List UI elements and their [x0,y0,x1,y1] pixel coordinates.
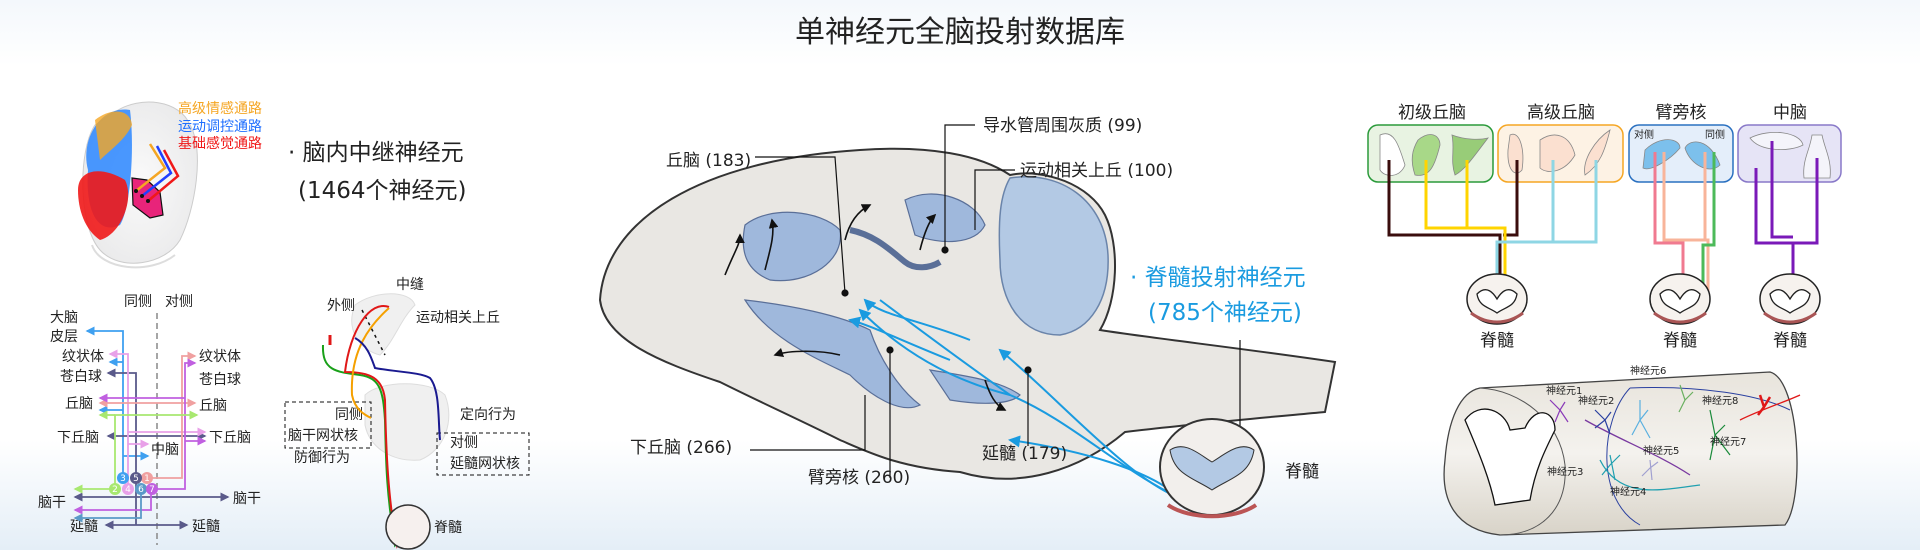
label-neuron-7: 神经元7 [1710,435,1746,448]
label-neuron-2: 神经元2 [1578,394,1614,407]
contra-label: 对侧 [165,294,193,310]
label-striatum-right: 纹状体 [199,349,241,365]
label-neuron-3: 神经元3 [1547,465,1583,478]
sagittal-pointers [750,124,1241,478]
label-neuron-8: 神经元8 [1702,394,1738,407]
label-pallidum-right: 苍白球 [199,372,241,388]
dorsal-brain-view [78,101,198,269]
group-title-primary-thalamus: 初级丘脑 [1398,103,1466,123]
label-brainstem-left: 脑干 [38,495,66,511]
label-defense: 防御行为 [294,450,350,466]
ipsi-label: 同侧 [124,294,152,310]
node-5: 5 [133,474,139,484]
label-cortex: 皮层 [50,329,78,345]
sagittal-brain [598,124,1337,519]
label-motor-sc: 运动相关上丘 [416,310,500,326]
node-6: 6 [138,485,144,495]
relay-neurons-heading: · 脑内中继神经元 [288,140,464,166]
contra-target-box [436,432,530,476]
node-2: 2 [112,485,118,495]
label-lateral: 外侧 [327,298,355,314]
label-medulla-right: 延髓 [192,519,220,535]
pathway-nodes: 1 2 3 4 5 6 7 [109,472,158,495]
label-medulla-count: 延髓 (179) [982,444,1067,464]
label-parabrachial-count: 臂旁核 (260) [808,468,910,488]
label-pag-count: 导水管周围灰质 (99) [983,116,1142,136]
legend-emotion: 高级情感通路 [178,100,262,117]
label-sc-count: 运动相关上丘 (100) [1020,161,1173,181]
colliculus-schematic: 中缝 外侧 运动相关上丘 同侧 脑干网状核 防御行为 定向行为 对侧 延髓网状核… [284,277,530,550]
label-spinal-cord: 脊髓 [1285,462,1319,482]
label-brainstem-right: 脑干 [233,491,261,507]
spinal-neurons-heading: · 脊髓投射神经元 [1130,265,1306,291]
label-medulla-rf: 延髓网状核 [450,456,520,472]
label-spinal-small: 脊髓 [434,520,462,536]
label-ipsi: 同侧 [335,407,363,423]
sensory-projections [78,171,129,240]
label-neuron-1: 神经元1 [1546,384,1582,397]
label-orienting: 定向行为 [460,407,516,423]
cerebellum [998,176,1109,336]
label-neuron-5: 神经元5 [1643,444,1679,457]
group-title-parabrachial: 臂旁核 [1656,103,1707,123]
spinal-cord-cylinder: 神经元6 神经元1 神经元2 神经元3 神经元4 神经元5 神经元7 神经元8 [1443,364,1801,536]
ipsi-target-box [284,401,372,449]
node-3: 3 [120,474,126,484]
node-1: 1 [144,474,150,484]
emotion-projections [95,111,132,160]
label-striatum-left: 纹状体 [62,349,104,365]
label-neuron-6: 神经元6 [1630,364,1666,377]
legend-motor: 运动调控通路 [178,119,262,135]
label-thalamus-left: 丘脑 [65,396,93,412]
label-pb-ipsi: 同侧 [1705,128,1725,141]
label-thalamus-right: 丘脑 [199,398,227,414]
spinal-cord-icons [1466,273,1821,325]
node-4: 4 [125,485,131,495]
label-midline: 中缝 [396,277,424,293]
node-7: 7 [149,485,155,495]
spinal-cord-section [385,504,431,550]
label-brainstem-rf: 脑干网状核 [288,428,358,444]
legend-sensory: 基础感觉通路 [178,135,262,152]
label-spinal-3: 脊髓 [1773,331,1807,351]
label-contra: 对侧 [450,435,478,451]
label-neuron-4: 神经元4 [1610,485,1646,498]
label-pb-contra: 对侧 [1634,128,1654,141]
spinal-neurons-count: (785个神经元) [1148,300,1302,326]
label-hypothalamus-count: 下丘脑 (266) [630,438,732,458]
pathway-schematic: 同侧 对侧 大脑 皮层 纹状体 苍白球 丘脑 下丘脑 中脑 脑干 延髓 纹状体 … [38,294,261,545]
label-midbrain: 中脑 [151,442,179,458]
page-title: 单神经元全脑投射数据库 [795,15,1125,50]
label-medulla-left: 延髓 [70,519,98,535]
projection-groups: 初级丘脑 高级丘脑 臂旁核 中脑 对侧 同侧 [1367,103,1842,351]
label-cerebrum: 大脑 [50,310,78,326]
relay-neurons-count: (1464个神经元) [298,178,466,204]
label-spinal-1: 脊髓 [1480,331,1514,351]
label-hypothalamus-right: 下丘脑 [209,430,251,446]
label-hypothalamus-left: 下丘脑 [57,430,99,446]
parabrachial-region [928,369,1021,404]
label-pallidum-left: 苍白球 [60,369,102,385]
group-title-midbrain: 中脑 [1773,103,1807,123]
label-thalamus-count: 丘脑 (183) [666,151,751,171]
group-title-higher-thalamus: 高级丘脑 [1527,103,1595,123]
pathway-legend: 高级情感通路 运动调控通路 基础感觉通路 [178,100,262,152]
thalamus-region [742,211,841,282]
label-spinal-2: 脊髓 [1663,331,1697,351]
